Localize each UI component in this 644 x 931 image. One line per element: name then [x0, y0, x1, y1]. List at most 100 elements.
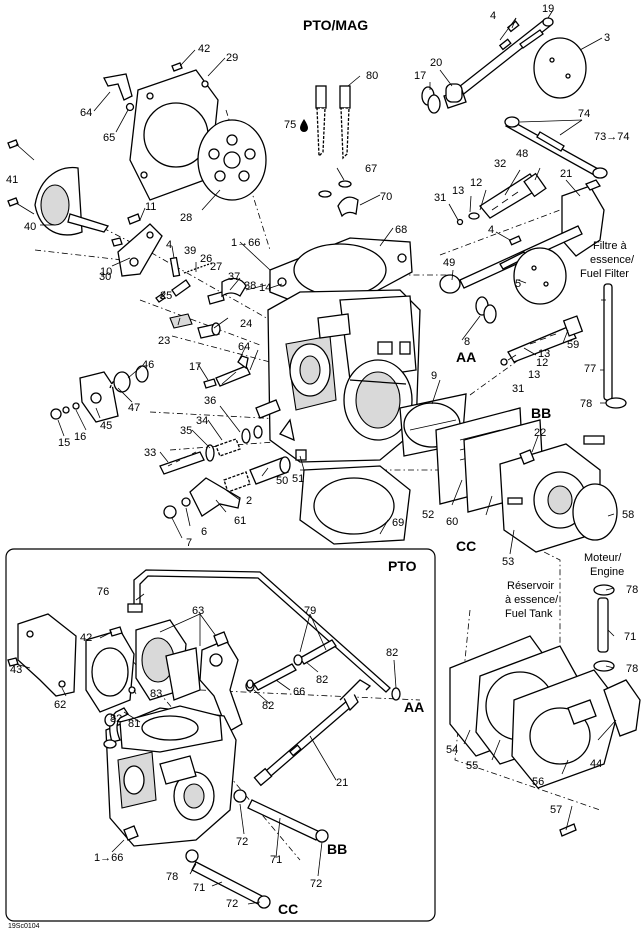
small-bolts-left: [7, 62, 183, 215]
callout: 19: [542, 3, 554, 15]
callout: 66: [293, 686, 305, 698]
pto-pins-66: [245, 639, 337, 692]
callout: 1→66: [231, 237, 260, 249]
pto-throttle-lever: [199, 631, 243, 733]
throttle-shaft-19: [443, 17, 554, 109]
pto-hose-76: [127, 569, 391, 693]
choke-shaft-5: [439, 225, 583, 305]
callout: 59: [567, 339, 579, 351]
callout: 41: [6, 174, 18, 186]
callout: 47: [128, 402, 140, 414]
callout: 13: [538, 348, 550, 360]
callout: 30: [99, 271, 111, 283]
callout: 79: [304, 605, 316, 617]
callout-numbers: 42 29 64 65 41 28 40 11 10 30 4 39 26 27…: [6, 3, 638, 910]
callout: 2: [246, 495, 252, 507]
engine-note-2: Engine: [590, 566, 624, 578]
callout: 83: [150, 688, 162, 700]
pto-hoses-71: [185, 789, 329, 909]
pto-bracket-62: [7, 613, 77, 697]
callout: 80: [366, 70, 378, 82]
callout: 76: [97, 586, 109, 598]
callout: 15: [58, 437, 70, 449]
callout: 20: [430, 57, 442, 69]
callout: 51: [292, 473, 304, 485]
callout: 82: [316, 674, 328, 686]
callout: 56: [532, 776, 544, 788]
spring-pin-group: [155, 256, 247, 339]
callout: 36: [204, 395, 216, 407]
leader-lines: [15, 9, 617, 905]
callout: 72: [236, 836, 248, 848]
inset-title: PTO: [388, 558, 417, 574]
callout: 31: [434, 192, 446, 204]
callout: 39: [184, 245, 196, 257]
callout: 74: [578, 108, 590, 120]
callout: 17: [189, 361, 201, 373]
callout: 55: [466, 760, 478, 772]
callout: 63: [192, 605, 204, 617]
callout: 6: [201, 526, 207, 538]
callout: 23: [158, 335, 170, 347]
callout: 14: [259, 282, 271, 294]
callout: 50: [276, 475, 288, 487]
callout: 68: [395, 224, 407, 236]
callout: 78: [626, 584, 638, 596]
section-label-cc: CC: [456, 538, 476, 554]
callout: 29: [226, 52, 238, 64]
callout: 38: [244, 280, 256, 292]
callout: 28: [180, 212, 192, 224]
callout: 53: [502, 556, 514, 568]
callout: 4: [490, 10, 496, 22]
callout: 78: [166, 871, 178, 883]
callout: 26: [200, 253, 212, 265]
pump-lower-plates-54-56: [449, 635, 641, 837]
callout: 75: [284, 119, 296, 131]
callout: 4: [166, 239, 172, 251]
fuel-line-77: [603, 283, 627, 409]
callout: 42: [80, 632, 92, 644]
pto-inset-frame: [5, 548, 436, 922]
idle-screw-50: [223, 456, 291, 493]
fuel-filter-note-2: essence/: [590, 254, 635, 266]
callout: 43: [10, 664, 22, 676]
callout: 49: [443, 257, 455, 269]
callout: 45: [100, 420, 112, 432]
callout: 58: [622, 509, 634, 521]
bracket-64: [103, 73, 135, 112]
callout: 35: [180, 425, 192, 437]
callout: 71: [270, 854, 282, 866]
callout: 82: [262, 700, 274, 712]
pto-carb-body: [105, 705, 237, 847]
section-label-cc-pto: CC: [278, 901, 298, 917]
callout: 40: [24, 221, 36, 233]
section-label-bb: BB: [531, 405, 551, 421]
pto-gasket-plates: [85, 619, 201, 713]
callout: 37: [228, 271, 240, 283]
callout: 71: [193, 882, 205, 894]
bracket-18-64: [203, 355, 251, 389]
callout: 13: [528, 369, 540, 381]
callout: 22: [534, 427, 546, 439]
callout: 32: [494, 158, 506, 170]
callout: 4: [488, 224, 494, 236]
fuel-tank-note-1: Réservoir: [507, 580, 554, 592]
section-label-bb-pto: BB: [327, 841, 347, 857]
callout: 42: [198, 43, 210, 55]
section-label-aa: AA: [456, 349, 476, 365]
callout: 10: [100, 266, 112, 278]
fuel-hose-71-right: [593, 584, 615, 672]
fuel-tank-note-2: à essence/: [505, 594, 559, 606]
o-ring-58: [572, 483, 618, 541]
pto-small-clips: [104, 626, 401, 727]
fuel-filter-note-3: Fuel Filter: [580, 268, 629, 280]
callout: 12: [470, 177, 482, 189]
callout: 65: [103, 132, 115, 144]
membrane-28: [197, 119, 267, 201]
callout: 7: [186, 537, 192, 549]
callout: 72: [310, 878, 322, 890]
engine-note-1: Moteur/: [584, 552, 622, 564]
link-rod-74: [504, 116, 608, 179]
callout: 52: [422, 509, 434, 521]
